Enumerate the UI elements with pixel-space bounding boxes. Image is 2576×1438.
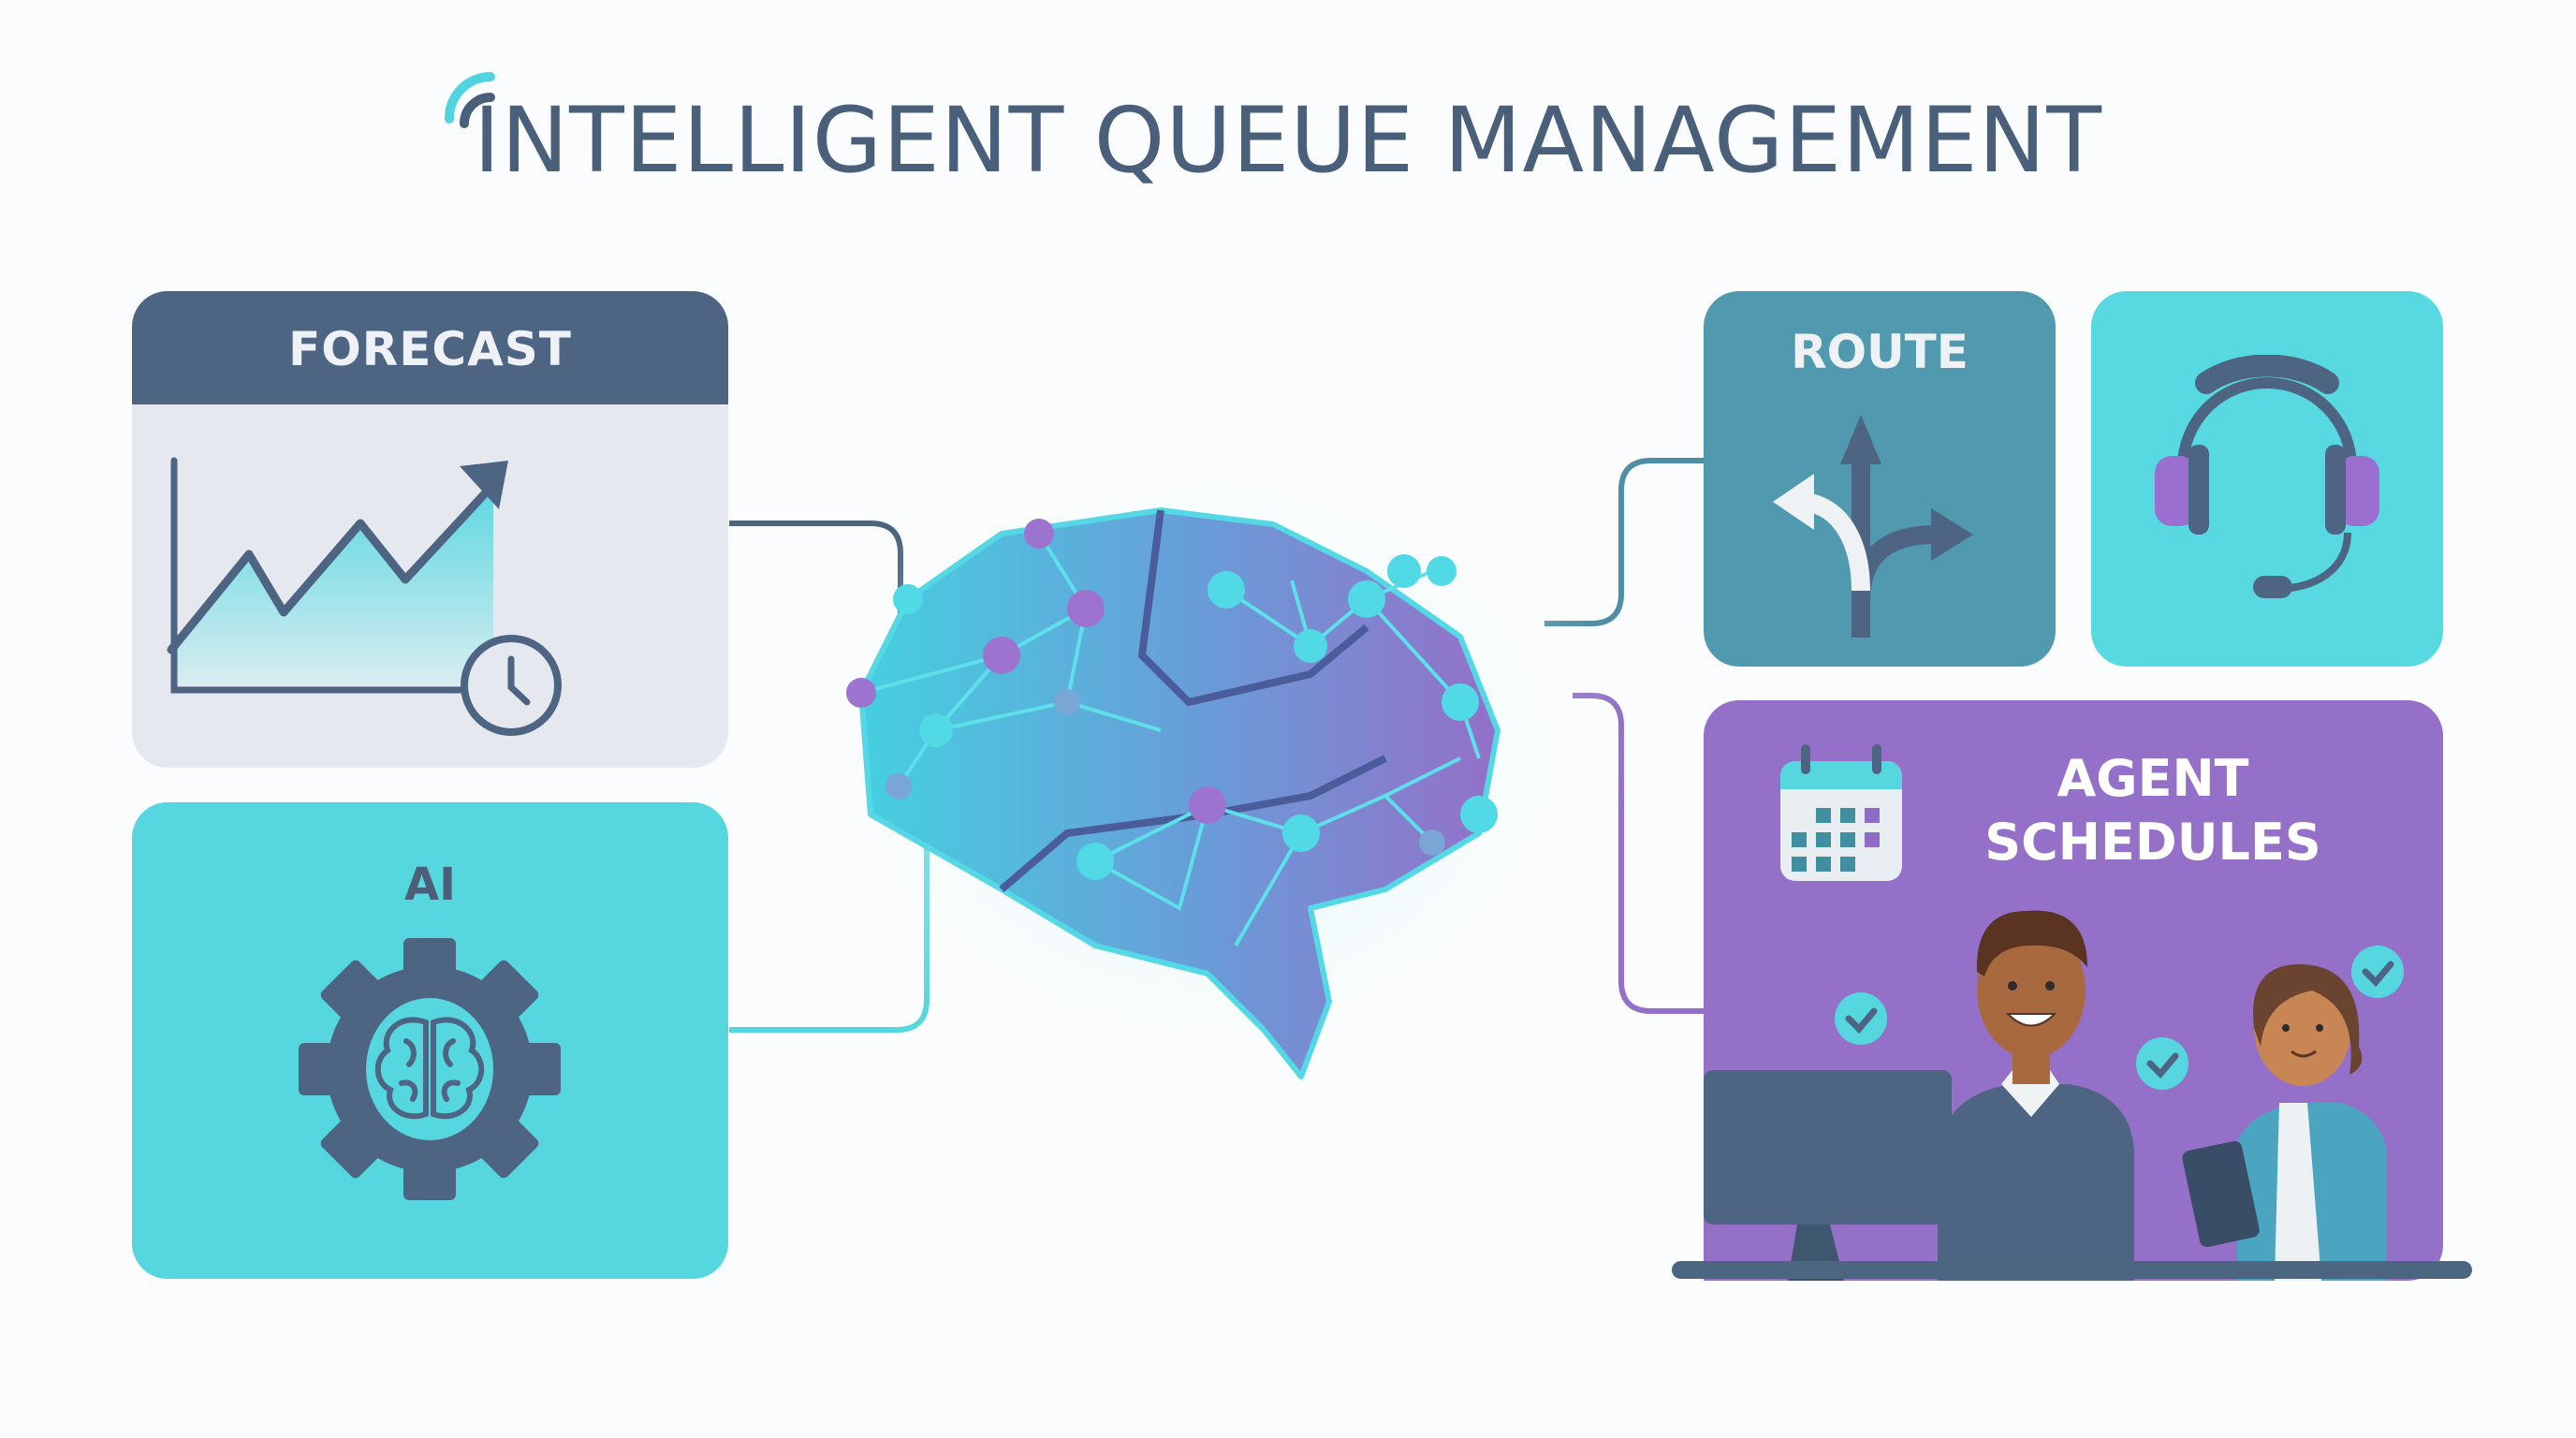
- calendar-icon: [1778, 742, 1905, 883]
- title-signal-icon: [442, 67, 507, 133]
- agent-schedules-title: AGENT SCHEDULES: [1984, 749, 2321, 872]
- agents-illustration: [1704, 700, 2443, 1281]
- checkmark-icon: [1835, 946, 2404, 1090]
- agent-schedules-card: AGENT SCHEDULES: [1704, 700, 2443, 1281]
- route-title: ROUTE: [1791, 325, 1969, 379]
- desk-bar: [1672, 1261, 2472, 1279]
- branching-arrows-icon: [1767, 404, 1992, 638]
- page-title: INTELLIGENT QUEUE MANAGEMENT: [474, 88, 2102, 193]
- forecast-card: FORECAST: [132, 291, 728, 768]
- gear-brain-icon: [299, 938, 561, 1200]
- route-card: ROUTE: [1704, 291, 2056, 667]
- neural-network-brain-icon: [786, 421, 1629, 1095]
- trend-chart-with-clock-icon: [132, 404, 728, 768]
- ai-card: AI: [132, 802, 728, 1279]
- ai-title: AI: [403, 858, 456, 911]
- headset-icon: [2155, 355, 2379, 598]
- forecast-title: FORECAST: [132, 291, 728, 404]
- headset-card: [2091, 291, 2443, 667]
